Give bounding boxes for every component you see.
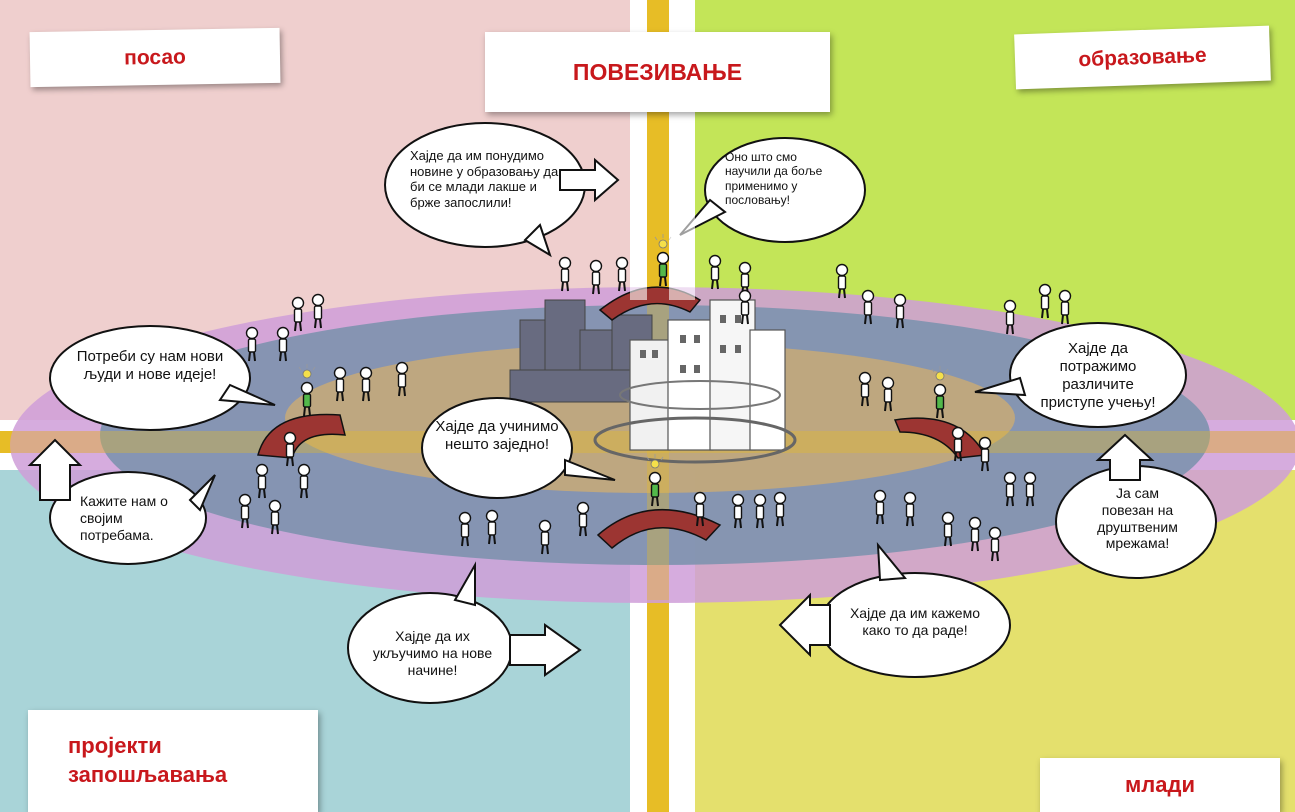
bubble-potrebi: Потреби су нам нови људи и нове идеје! [76,348,224,383]
bubble-ukljuchimo: Хајде да их укључимо на нове начине! [372,628,493,678]
label-mladi: млади [1040,758,1280,812]
arrow-icon [509,623,582,677]
bridge-icon [596,508,722,549]
bubble-nauchili: Оно што смо научили да боље применимо у … [725,150,823,208]
bridge-icon [257,413,346,459]
arrow-icon [559,157,620,203]
arrow-icon [1095,433,1155,481]
bubble-nauchili-shape [704,137,866,243]
city-icon [509,299,797,464]
bubble-pristupe-shape [1009,322,1187,428]
bubble-kazhemo: Хајде да им кажемо како то да раде! [849,605,981,638]
label-projekti: пројекти запошљавања [28,710,318,812]
bubble-kazhite: Кажите нам о својим потребама. [80,493,168,543]
bubble-pristupe: Хајде да потражимо различите приступе уч… [1040,340,1156,411]
bubble-potrebi-shape [49,325,251,431]
arrow-icon [27,438,83,501]
label-obrazovanje: образовање [1014,25,1271,90]
arrow-icon [778,592,831,658]
bubble-zajedno: Хајде да учинимо нешто заједно! [435,418,559,453]
label-posao: посао [29,27,281,88]
bubble-kazhite-shape [49,471,207,565]
bubble-novine: Хајде да им понудимо новине у образовању… [410,148,559,210]
bubble-zajedno-shape [421,397,573,499]
label-povezivanje: ПОВЕЗИВАЊЕ [485,32,830,112]
bubble-povezan: Ја сам повезан на друштвеним мрежама! [1097,485,1178,552]
